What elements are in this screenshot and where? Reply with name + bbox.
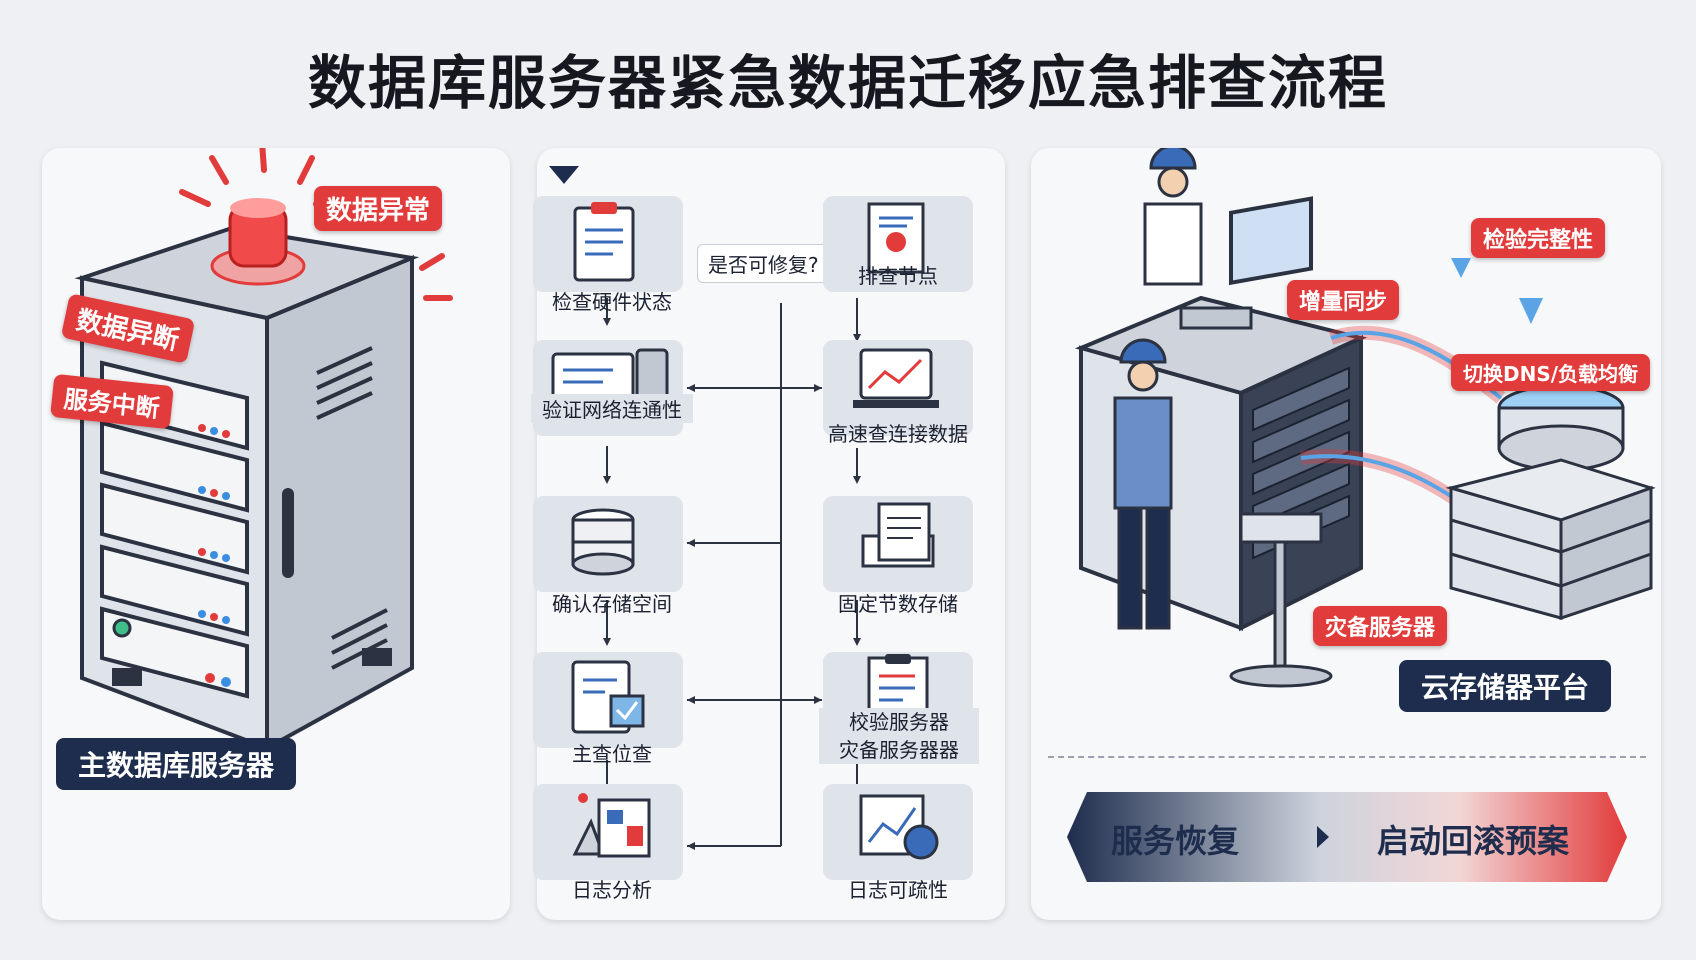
migration-panel: 检验完整性 增量同步 切换DNS/负载均衡 灾备服务器 云存储器平台 xyxy=(1031,148,1661,920)
service-recovery-text: 服务恢复 xyxy=(1111,822,1240,860)
rollback-plan-text: 启动回滚预案 xyxy=(1377,822,1570,860)
tag-dr-server: 灾备服务器 xyxy=(1313,606,1448,646)
step-box-investigate xyxy=(823,196,973,292)
step-label-investigate: 排查节点 xyxy=(858,264,938,288)
troubleshoot-flow-panel: 检查硬件状态 验证网络连通性 确认存储空间 主查位查 日志分析 是否可修复? 排… xyxy=(531,148,1005,920)
step-label-verify-server: 校验服务器 灾备服务器器 xyxy=(819,708,979,764)
flow-connectors xyxy=(549,166,861,850)
step-box-log xyxy=(533,784,683,880)
tag-incremental-sync: 增量同步 xyxy=(1287,280,1400,320)
step-box-connections xyxy=(823,340,973,436)
step-box-log-trace xyxy=(823,784,973,880)
banner-shape xyxy=(1067,792,1627,882)
migration-illustration xyxy=(1074,148,1656,688)
server-illustration xyxy=(74,148,453,752)
step-label-fixed-storage: 固定节数存储 xyxy=(838,592,958,616)
step-label-network: 验证网络连通性 xyxy=(531,394,693,423)
step-label-hardware: 检查硬件状态 xyxy=(552,290,672,314)
tag-verify-integrity: 检验完整性 xyxy=(1471,218,1606,258)
step-label-check: 主查位查 xyxy=(572,742,652,766)
section-divider xyxy=(1048,756,1646,758)
step-box-fixed-storage xyxy=(823,496,973,592)
alert-tag-data-anomaly: 数据异常 xyxy=(314,186,443,231)
primary-server-label: 主数据库服务器 xyxy=(56,738,297,790)
step-label-log: 日志分析 xyxy=(572,878,652,902)
recovery-banner: 服务恢复 启动回滚预案 xyxy=(1067,792,1627,882)
step-box-storage xyxy=(533,496,683,592)
page-title: 数据库服务器紧急数据迁移应急排查流程 xyxy=(307,49,1388,117)
tag-switch-dns: 切换DNS/负载均衡 xyxy=(1451,354,1651,391)
cloud-storage-label: 云存储器平台 xyxy=(1399,660,1612,712)
repairable-question: 是否可修复? xyxy=(697,244,830,283)
step-label-log-trace: 日志可疏性 xyxy=(848,878,948,902)
step-label-storage: 确认存储空间 xyxy=(552,592,672,616)
step-box-hardware xyxy=(533,196,683,292)
step-box-check xyxy=(533,652,683,748)
step-label-connections: 高速查连接数据 xyxy=(828,422,968,446)
primary-server-panel: 数据异常 数据异断 服务中断 主数据库服务器 xyxy=(42,148,510,920)
